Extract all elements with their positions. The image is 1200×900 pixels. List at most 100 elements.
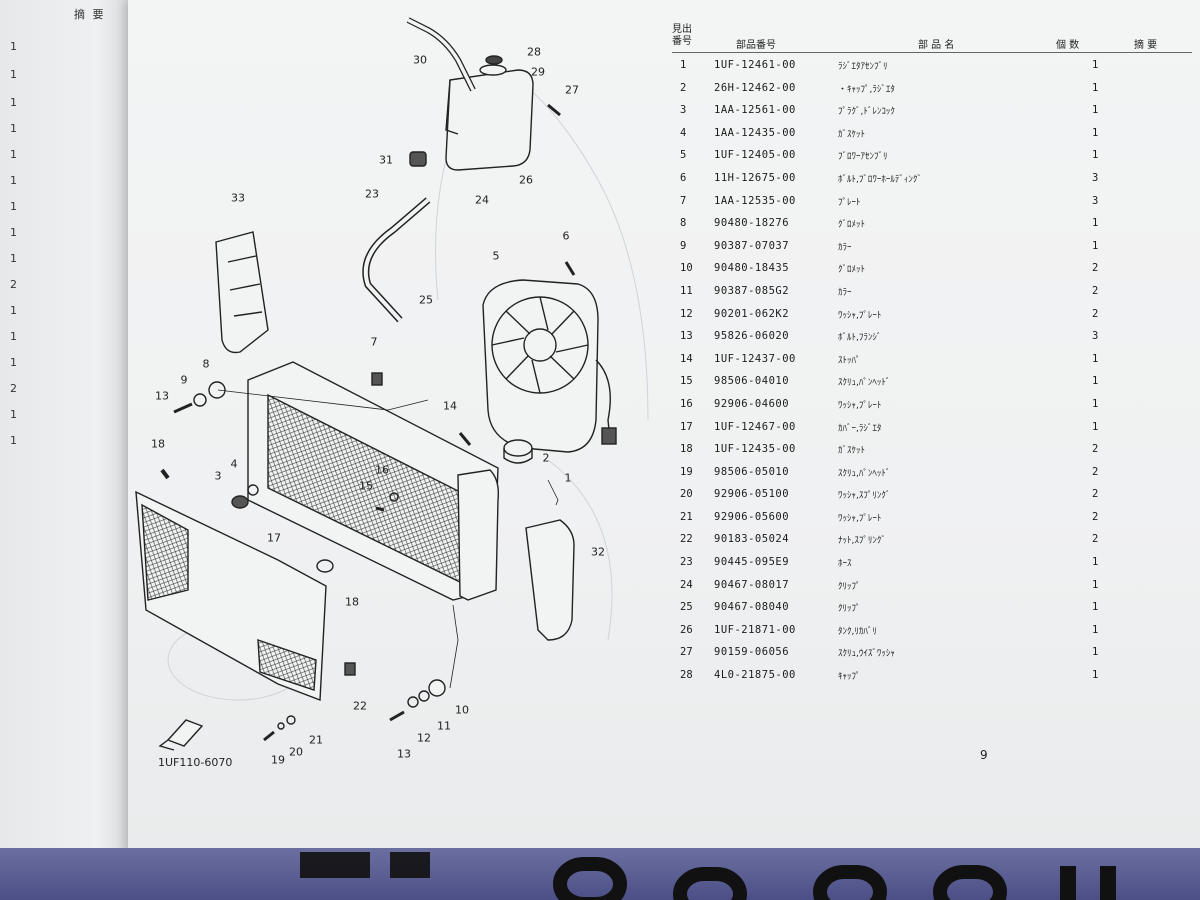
page-number: 9 [980,748,988,762]
description-cell: ｶﾗｰ [838,287,852,298]
ref-cell: 2 [680,81,687,94]
part-number-cell: 92906-05600 [714,510,790,523]
quantity-cell: 1 [1092,578,1099,591]
description-cell: ﾜｯｼｬ,ｽﾌﾟﾘﾝｸﾞ [838,491,891,502]
part-number-cell: 90445-095E9 [714,556,790,569]
part-number-cell: 92906-04600 [714,397,790,410]
callout-label: 31 [379,153,393,167]
left-column-number: 1 [10,434,17,447]
part-number-cell: 92906-05100 [714,488,790,501]
part-number-cell: 1UF-12405-00 [714,149,796,162]
callout-label: 6 [562,229,570,243]
callout-label: 24 [475,193,489,207]
part-number-cell: 98506-05010 [714,465,790,478]
description-cell: ﾌﾞﾛﾜｰｱｾﾝﾌﾞﾘ [838,152,888,163]
header-ref: 見出 番号 [672,24,692,47]
description-cell: ｸﾞﾛﾒｯﾄ [838,265,866,276]
left-column-number: 1 [10,356,17,369]
ref-cell: 4 [680,126,687,139]
ref-cell: 6 [680,171,687,184]
parts-table-header: 見出 番号 部品番号 部 品 名 個 数 摘 要 [672,22,1192,53]
callout-label: 28 [527,45,541,59]
description-cell: ﾜｯｼｬ,ﾌﾟﾚｰﾄ [838,400,882,411]
ref-cell: 26 [680,623,693,636]
quantity-cell: 2 [1092,510,1099,523]
header-remarks: 摘 要 [1134,40,1158,51]
ref-cell: 22 [680,533,693,546]
ref-cell: 9 [680,239,687,252]
description-cell: ﾅｯﾄ,ｽﾌﾟﾘﾝｸﾞ [838,536,886,547]
ref-cell: 16 [680,397,693,410]
callout-label: 14 [443,399,457,413]
ref-cell: 20 [680,488,693,501]
callout-label: 22 [353,699,367,713]
description-cell: ﾗｼﾞｴﾀｱｾﾝﾌﾞﾘ [838,62,888,72]
part-number-cell: 1AA-12561-00 [714,104,796,117]
ref-cell: 17 [680,420,693,433]
description-cell: ｽﾄｯﾊﾟ [838,355,861,366]
quantity-cell: 1 [1092,646,1099,659]
header-description: 部 品 名 [918,40,955,51]
parts-table: 見出 番号 部品番号 部 品 名 個 数 摘 要 1 1UF-12461-00 ﾗｼ… [672,22,1192,686]
callout-label: 20 [289,745,303,759]
part-number-cell: 1UF-12461-00 [714,59,796,71]
description-cell: ｽｸﾘｭ,ﾊﾟﾝﾍｯﾄﾞ [838,468,891,479]
quantity-cell: 2 [1092,284,1099,297]
left-column-number: 2 [10,278,17,291]
description-cell: ｶﾊﾞｰ,ﾗｼﾞｴﾀ [838,423,882,434]
quantity-cell: 2 [1092,488,1099,501]
ref-cell: 15 [680,375,693,388]
callout-label: 9 [180,373,188,387]
callout-label: 29 [531,65,545,79]
header-part-no: 部品番号 [736,40,776,51]
description-cell: ｸﾘｯﾌﾟ [838,581,861,592]
description-cell: ・ｷｬｯﾌﾟ,ﾗｼﾞｴﾀ [838,84,895,95]
ref-cell: 13 [680,330,693,343]
description-cell: ﾌﾟﾗｸﾞ,ﾄﾞﾚﾝｺｯｸ [838,107,895,118]
quantity-cell: 2 [1092,443,1099,456]
quantity-cell: 1 [1092,59,1099,71]
left-column-number: 1 [10,252,17,265]
description-cell: ｸﾘｯﾌﾟ [838,604,861,615]
quantity-cell: 1 [1092,623,1099,636]
left-column-number: 1 [10,408,17,421]
quantity-cell: 1 [1092,104,1099,117]
ref-cell: 28 [680,669,693,682]
callout-label: 13 [155,389,169,403]
description-cell: ｶﾗｰ [838,242,852,253]
description-cell: ﾜｯｼｬ,ﾌﾟﾚｰﾄ [838,513,882,524]
header-qty: 個 数 [1056,40,1080,51]
callout-label: 12 [417,731,431,745]
quantity-cell: 1 [1092,397,1099,410]
description-cell: ｷｬｯﾌﾟ [838,672,861,683]
quantity-cell: 1 [1092,375,1099,388]
quantity-cell: 1 [1092,126,1099,139]
description-cell: ｶﾞｽｹｯﾄ [838,446,866,457]
ref-cell: 25 [680,601,693,614]
ref-cell: 11 [680,284,693,297]
callout-label: 4 [230,457,238,471]
part-number-cell: 90480-18435 [714,262,790,275]
ref-cell: 27 [680,646,693,659]
callout-label: 11 [437,719,451,733]
left-column-number: 1 [10,200,17,213]
part-number-cell: 90467-08017 [714,578,790,591]
ref-cell: 10 [680,262,693,275]
